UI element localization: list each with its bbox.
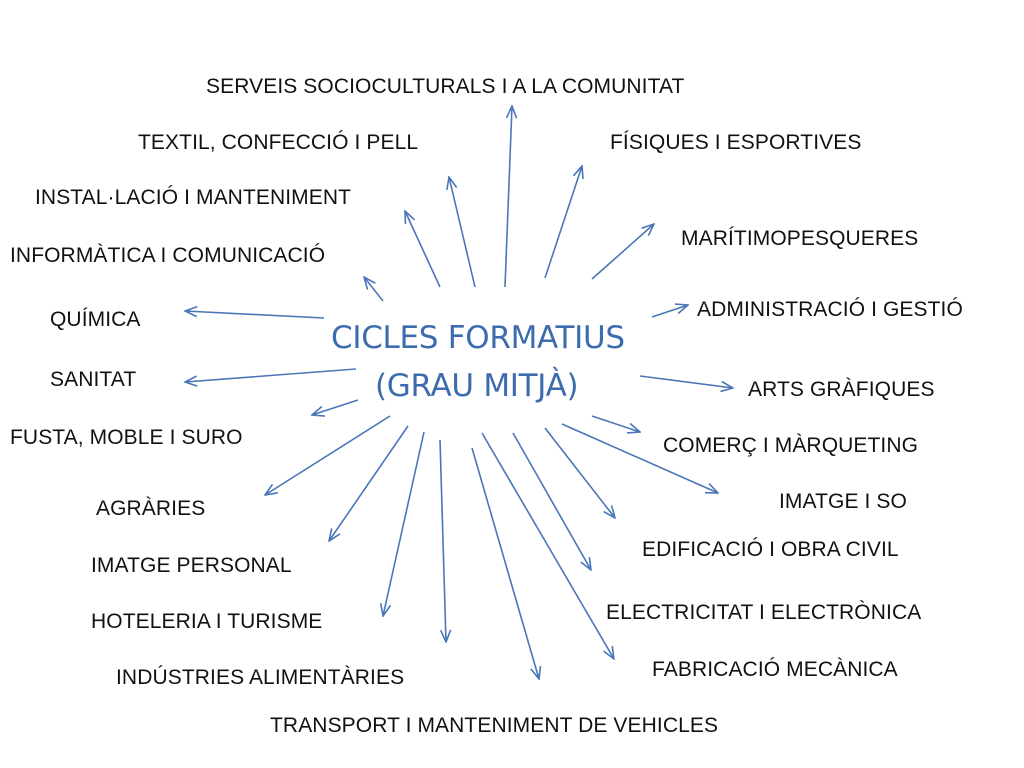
- title-line-2: (GRAU MITJÀ): [375, 368, 579, 404]
- label-textil: TEXTIL, CONFECCIÓ I PELL: [138, 131, 419, 154]
- arrow-fusta: [312, 399, 359, 415]
- arrow-textil: [449, 177, 476, 288]
- arrow-informatica: [364, 277, 384, 302]
- label-agraries: AGRÀRIES: [96, 497, 206, 520]
- label-comerc: COMERÇ I MÀRQUETING: [663, 434, 919, 457]
- arrow-fisiques-esportives: [544, 166, 582, 279]
- arrow-electricitat: [512, 432, 591, 570]
- label-quimica: QUÍMICA: [50, 308, 141, 331]
- label-fisiques-esportives: FÍSIQUES I ESPORTIVES: [610, 131, 862, 154]
- arrow-installacio: [405, 211, 441, 288]
- arrow-maritimopesqueres: [591, 224, 654, 280]
- arrow-sanitat: [185, 368, 357, 382]
- label-informatica: INFORMÀTICA I COMUNICACIÓ: [10, 244, 326, 267]
- label-industries-alimentaries: INDÚSTRIES ALIMENTÀRIES: [116, 666, 405, 689]
- title-line-1: CICLES FORMATIUS: [331, 320, 625, 356]
- label-fabricacio: FABRICACIÓ MECÀNICA: [652, 658, 898, 681]
- arrow-arts-grafiques: [639, 375, 733, 388]
- arrow-edificacio: [544, 427, 615, 518]
- arrow-agraries: [265, 415, 391, 495]
- arrow-industries-alimentaries: [439, 439, 446, 642]
- label-administracio: ADMINISTRACIÓ I GESTIÓ: [697, 298, 963, 321]
- arrow-quimica: [185, 311, 325, 319]
- arrow-comerc: [591, 415, 640, 432]
- arrow-transport: [471, 447, 539, 679]
- arrow-imatge-personal: [329, 425, 409, 541]
- label-transport: TRANSPORT I MANTENIMENT DE VEHICLES: [270, 714, 719, 737]
- arrow-imatge-so: [561, 423, 718, 493]
- arrow-hoteleria: [383, 431, 425, 616]
- label-installacio: INSTAL·LACIÓ I MANTENIMENT: [35, 186, 352, 209]
- label-electricitat: ELECTRICITAT I ELECTRÒNICA: [606, 601, 922, 624]
- label-sanitat: SANITAT: [50, 368, 137, 391]
- label-maritimopesqueres: MARÍTIMOPESQUERES: [681, 227, 919, 250]
- arrow-serveis-socioculturals: [504, 106, 512, 288]
- label-fusta: FUSTA, MOBLE I SURO: [10, 426, 243, 449]
- diagram-title: CICLES FORMATIUS (GRAU MITJÀ): [331, 314, 651, 410]
- label-serveis-socioculturals: SERVEIS SOCIOCULTURALS I A LA COMUNITAT: [206, 75, 685, 98]
- label-imatge-so: IMATGE I SO: [779, 490, 907, 513]
- arrow-fabricacio: [481, 432, 614, 659]
- label-hoteleria: HOTELERIA I TURISME: [91, 610, 323, 633]
- label-arts-grafiques: ARTS GRÀFIQUES: [748, 378, 935, 401]
- label-edificacio: EDIFICACIÓ I OBRA CIVIL: [642, 538, 899, 561]
- arrow-administracio: [651, 305, 688, 318]
- label-imatge-personal: IMATGE PERSONAL: [91, 554, 292, 577]
